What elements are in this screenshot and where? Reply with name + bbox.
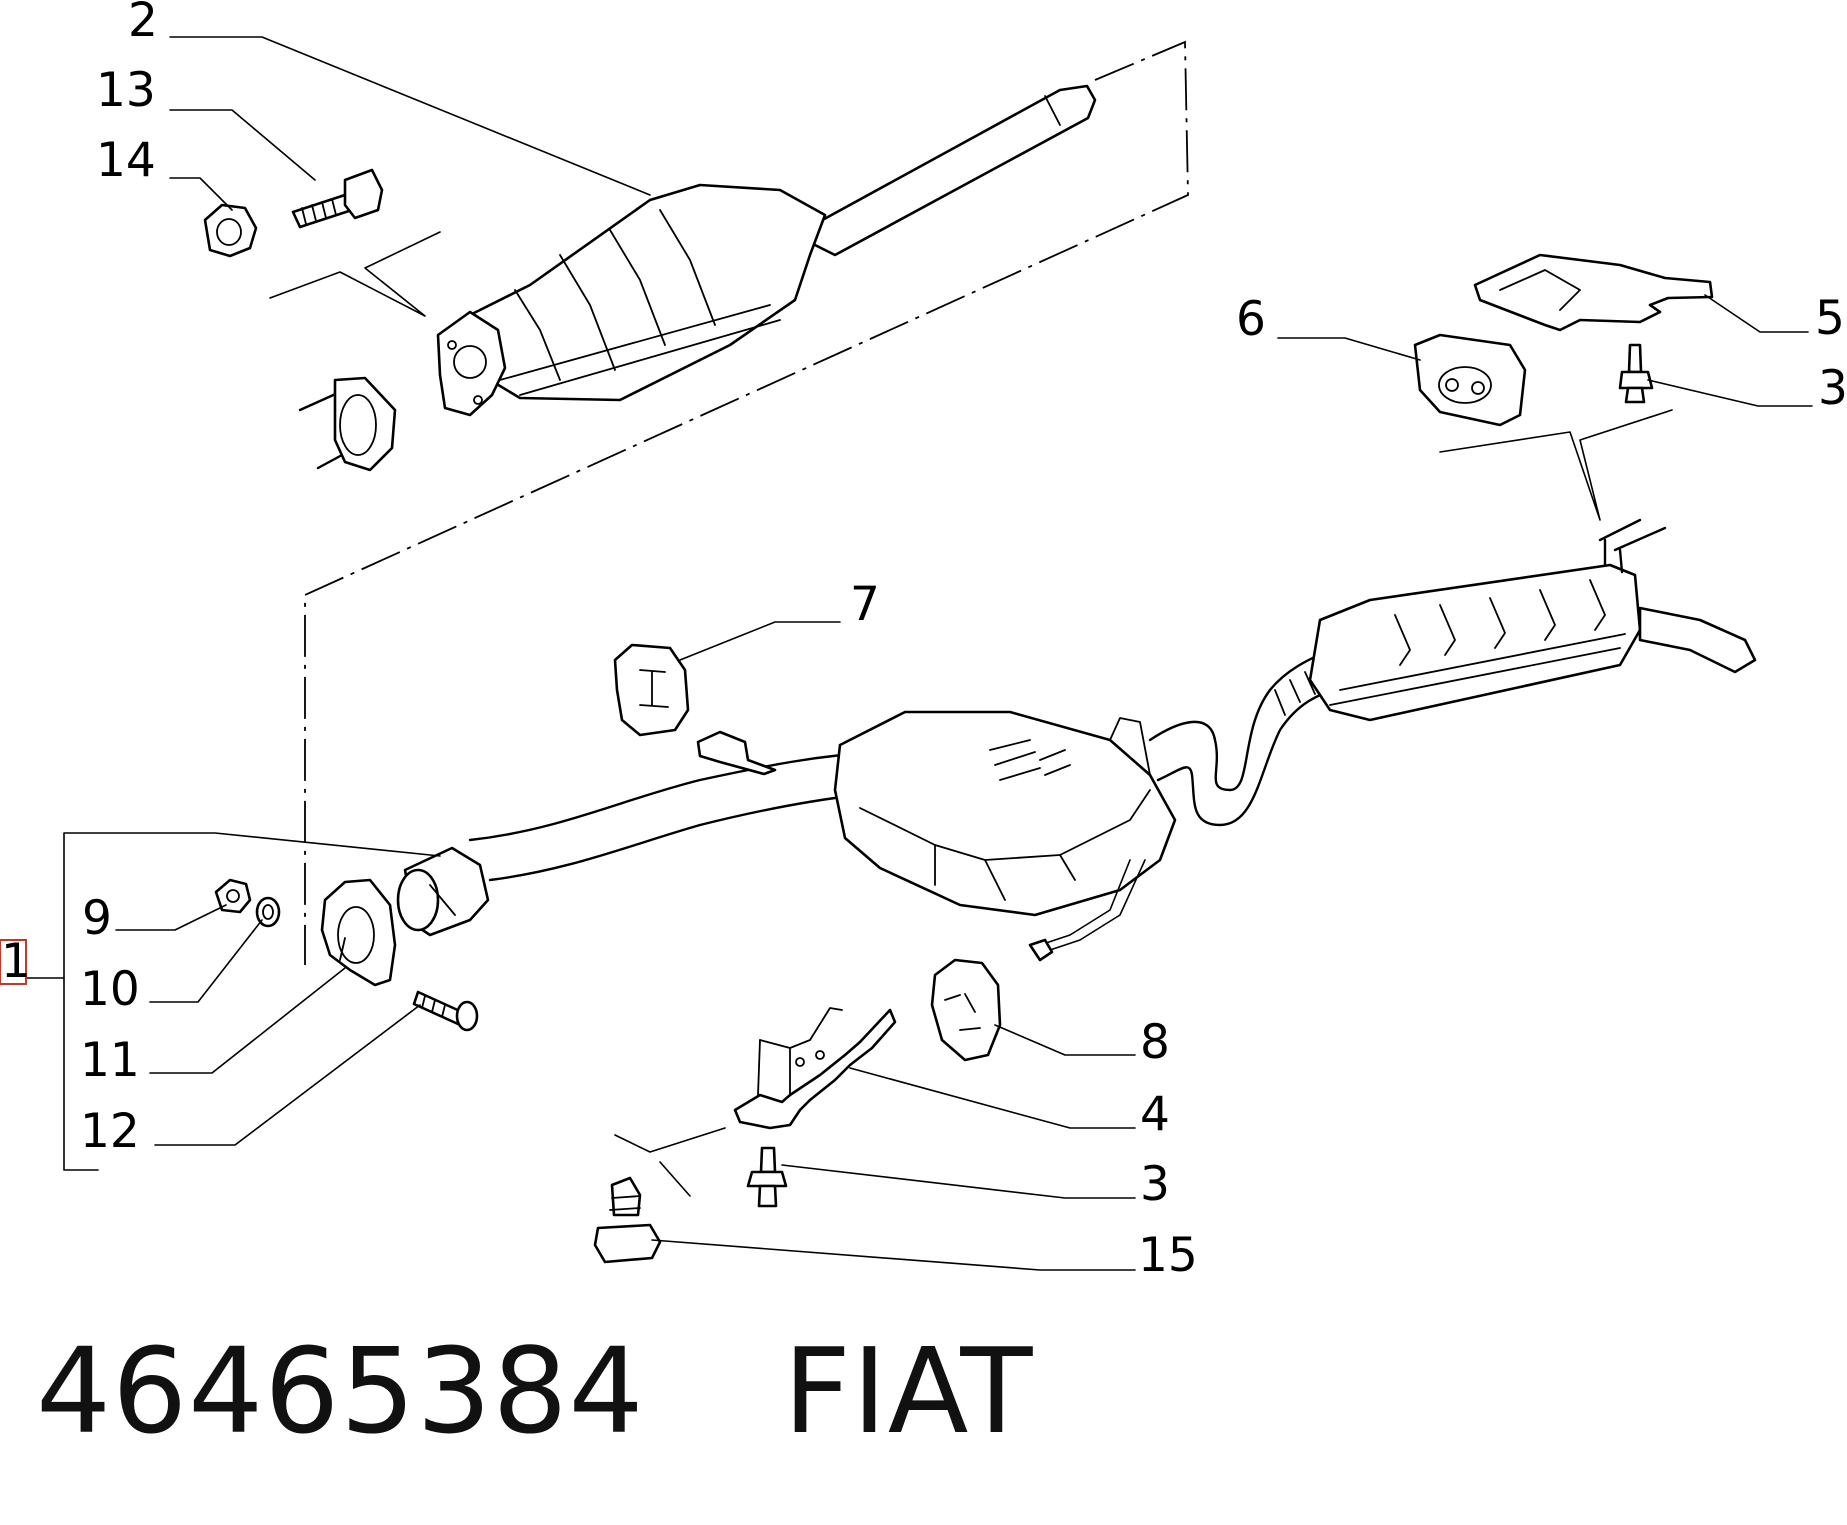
- leader-10: [149, 919, 263, 1003]
- exhaust-pipe[interactable]: [396, 750, 882, 937]
- catalytic-converter[interactable]: [436, 84, 1097, 417]
- bolt-3-upper[interactable]: [1618, 343, 1654, 404]
- nut-14[interactable]: [203, 203, 258, 258]
- callout-15: 15: [1138, 1228, 1198, 1283]
- leader-13: [169, 109, 316, 181]
- brand-name: FIAT: [783, 1322, 1034, 1460]
- callout-6: 6: [1236, 292, 1266, 347]
- bolt-15[interactable]: [593, 1176, 662, 1264]
- leader-2: [169, 36, 651, 196]
- oxygen-sensor-lead: [1028, 859, 1146, 962]
- callout-5: 5: [1815, 291, 1845, 346]
- callout-13: 13: [96, 63, 156, 118]
- assembly-arrow-lower: [614, 1127, 726, 1197]
- leader-4: [849, 1067, 1136, 1129]
- bolt-12[interactable]: [412, 990, 479, 1032]
- leader-3a: [1647, 379, 1813, 407]
- rubber-mount-7[interactable]: [613, 643, 690, 737]
- rubber-mount-8[interactable]: [930, 958, 1002, 1062]
- callout-9: 9: [82, 891, 112, 946]
- bracket-5[interactable]: [1473, 253, 1714, 332]
- bracket-4[interactable]: [733, 1007, 897, 1130]
- leader-1-bracket: [63, 832, 441, 1171]
- leader-3b: [781, 1164, 1136, 1199]
- pipe-bracket-upper: [696, 730, 777, 776]
- callout-1-highlight: [0, 939, 27, 985]
- footer-caption: 46465384 FIAT: [36, 1332, 1033, 1450]
- converter-flange: [436, 310, 507, 417]
- leader-12: [154, 1004, 421, 1146]
- middle-muffler[interactable]: [833, 710, 1177, 917]
- callout-1[interactable]: 1: [1, 934, 31, 989]
- clamp-11[interactable]: [320, 878, 397, 987]
- callout-3-upper: 3: [1818, 361, 1847, 416]
- callout-8: 8: [1140, 1015, 1170, 1070]
- leader-15: [651, 1239, 1136, 1271]
- washer-10[interactable]: [255, 896, 281, 928]
- callout-2: 2: [128, 0, 158, 48]
- leader-11: [149, 967, 346, 1074]
- callout-7: 7: [850, 577, 880, 632]
- callout-3-lower: 3: [1140, 1157, 1170, 1212]
- bolt-3-lower[interactable]: [746, 1146, 788, 1208]
- leader-9: [115, 904, 227, 931]
- leader-5: [1704, 294, 1809, 333]
- rear-muffler[interactable]: [1308, 518, 1757, 722]
- callout-4: 4: [1140, 1087, 1170, 1142]
- callout-12: 12: [80, 1104, 140, 1159]
- section-boundary: [304, 40, 1189, 965]
- bolt-13[interactable]: [291, 168, 384, 229]
- leader-8: [994, 1024, 1136, 1056]
- leader-7: [679, 621, 841, 661]
- part-number: 46465384: [36, 1322, 645, 1460]
- leader-6: [1277, 337, 1421, 361]
- assembly-arrow-right: [1439, 409, 1673, 521]
- nut-9[interactable]: [214, 878, 252, 914]
- callout-14: 14: [96, 133, 156, 188]
- front-pipe-flange: [298, 376, 397, 472]
- callout-10: 10: [80, 962, 140, 1017]
- callout-11: 11: [80, 1033, 140, 1088]
- rubber-mount-6[interactable]: [1413, 333, 1527, 427]
- assembly-arrow-upper: [269, 231, 441, 317]
- connecting-pipe: [1148, 643, 1347, 827]
- leader-14: [169, 177, 233, 211]
